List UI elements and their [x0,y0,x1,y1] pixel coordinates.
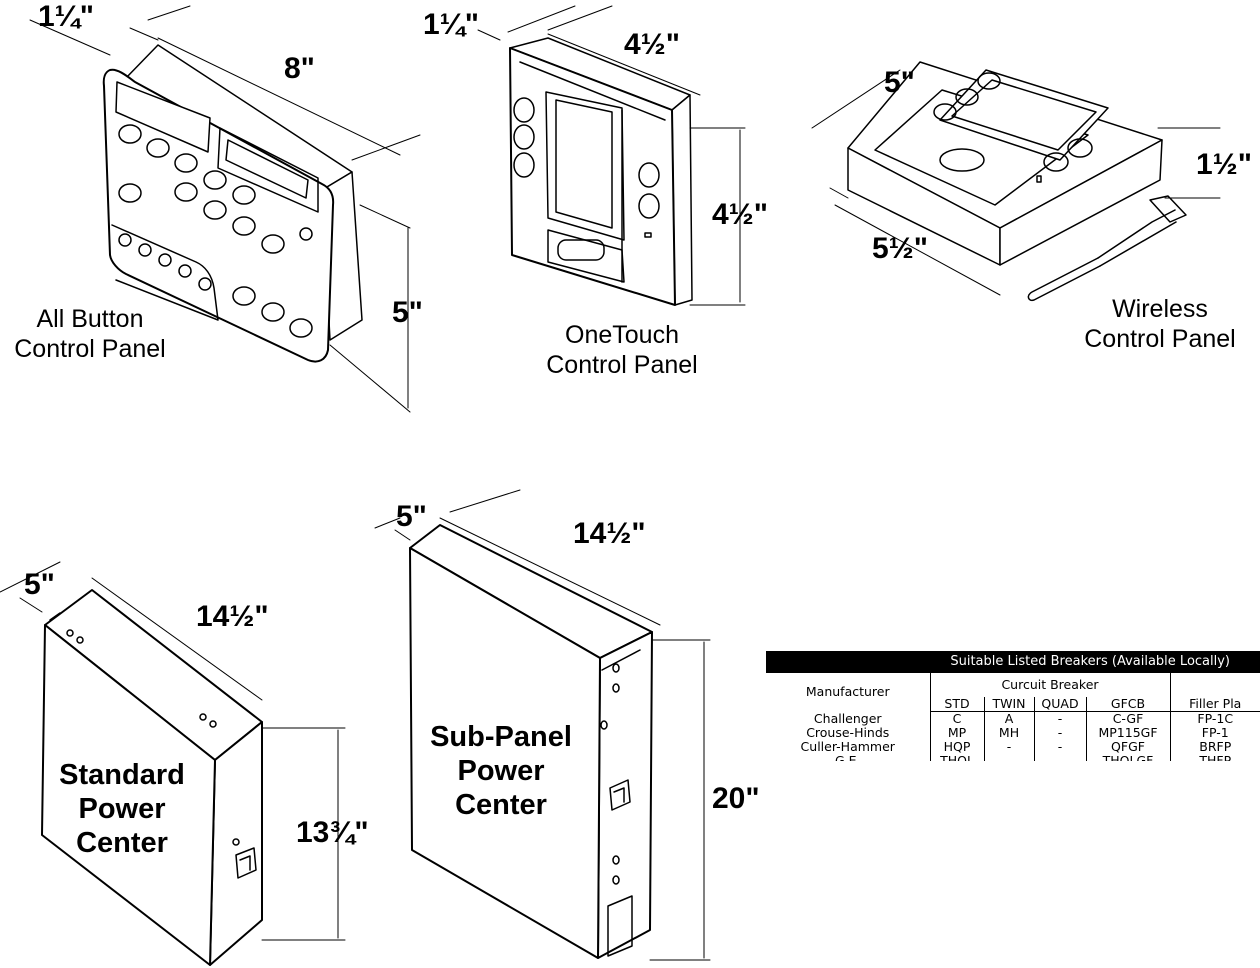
sub-panel-title-line2: Power [457,755,545,787]
breaker-cell: C-GF [1085,711,1170,726]
wireless-caption-line1: Wireless [1112,295,1208,323]
breaker-cell: - [1033,754,1086,761]
breaker-cell: - [1033,726,1086,740]
all-button-oval-buttons [118,124,313,338]
standard-width-label: 14½" [196,600,269,633]
breaker-cell: C [929,711,984,726]
column-header: QUAD [1033,697,1086,712]
wireless-caption-line2: Control Panel [1084,325,1236,353]
manufacturer-cell: Challenger [813,710,882,726]
onetouch-side-buttons [513,97,660,219]
wireless-depth-label: 5½" [872,232,928,265]
breaker-cell: MP [929,726,984,740]
sub-depth-label: 5" [396,500,427,533]
header-spacer [1169,673,1260,697]
breaker-cell: QFGF [1085,740,1170,754]
wireless-panel [811,61,1221,302]
all-button-small-buttons [118,233,212,291]
breaker-cell: A [983,711,1034,726]
breaker-table: Suitable Listed Breakers (Available Loca… [766,651,1260,761]
column-header: GFCB [1085,697,1170,712]
breaker-cell: - [983,754,1034,761]
all-button-caption-line1: All Button [36,305,144,333]
standard-depth-label: 5" [24,568,55,601]
onetouch-caption-line1: OneTouch [565,321,679,349]
sub-width-label: 14½" [573,517,646,550]
breaker-cell: FP-1 [1169,726,1260,740]
standard-height-label: 13¾" [296,816,369,849]
wireless-caption: Wireless Control Panel [1072,294,1248,354]
breaker-cell: THQLGF [1085,754,1170,761]
breaker-cell: MP115GF [1085,726,1170,740]
breaker-table-title: Suitable Listed Breakers (Available Loca… [766,651,1260,673]
manufacturer-cell: Culler-Hammer [800,739,895,754]
breaker-cell: - [1033,740,1086,754]
breaker-cell: - [1033,711,1086,726]
standard-title-line2: Power [78,793,166,825]
column-header: STD [929,697,984,712]
standard-title: Standard Power Center [42,758,202,860]
breaker-cell: BRFP [1169,740,1260,754]
sub-height-label: 20" [712,782,760,815]
all-button-depth-label: 1¼" [38,0,94,33]
onetouch-caption-line2: Control Panel [546,351,698,379]
breaker-cell: MH [983,726,1034,740]
all-button-width-label: 8" [284,52,315,85]
onetouch-caption: OneTouch Control Panel [534,320,710,380]
manufacturer-cell: Crouse-Hinds [806,725,890,740]
all-button-height-label: 5" [392,296,423,329]
wireless-antenna [1027,195,1187,302]
all-button-caption-line2: Control Panel [14,335,166,363]
column-header: TWIN [983,697,1034,712]
onetouch-depth-label: 1¼" [423,8,479,41]
standard-title-line3: Center [76,827,168,859]
column-header: Filler Pla [1169,697,1260,712]
sub-panel-title: Sub-Panel Power Center [418,720,584,822]
all-button-caption: All Button Control Panel [2,304,178,364]
manufacturer-cell: G.E. [834,753,861,762]
manufacturer-header: Manufacturer [805,684,890,700]
breaker-cell: HQP [929,740,984,754]
sub-panel-power-center [374,489,711,961]
sub-panel-title-line3: Center [455,789,547,821]
onetouch-width-label: 4½" [624,28,680,61]
all-button-panel [29,5,421,413]
standard-title-line1: Standard [59,759,185,791]
onetouch-height-label: 4½" [712,198,768,231]
breaker-cell: - [983,740,1034,754]
breaker-cell: THFP [1169,754,1260,761]
circuit-breaker-header: Curcuit Breaker [929,673,1170,697]
wireless-height-label: 1½" [1196,148,1252,181]
standard-power-center [0,561,346,966]
wireless-width-label: 5" [884,66,915,99]
onetouch-panel [477,5,746,306]
wireless-buttons [933,72,1093,172]
sub-panel-title-line1: Sub-Panel [430,721,572,753]
breaker-cell: THQL [929,754,984,761]
breaker-cell: FP-1C [1169,711,1260,726]
